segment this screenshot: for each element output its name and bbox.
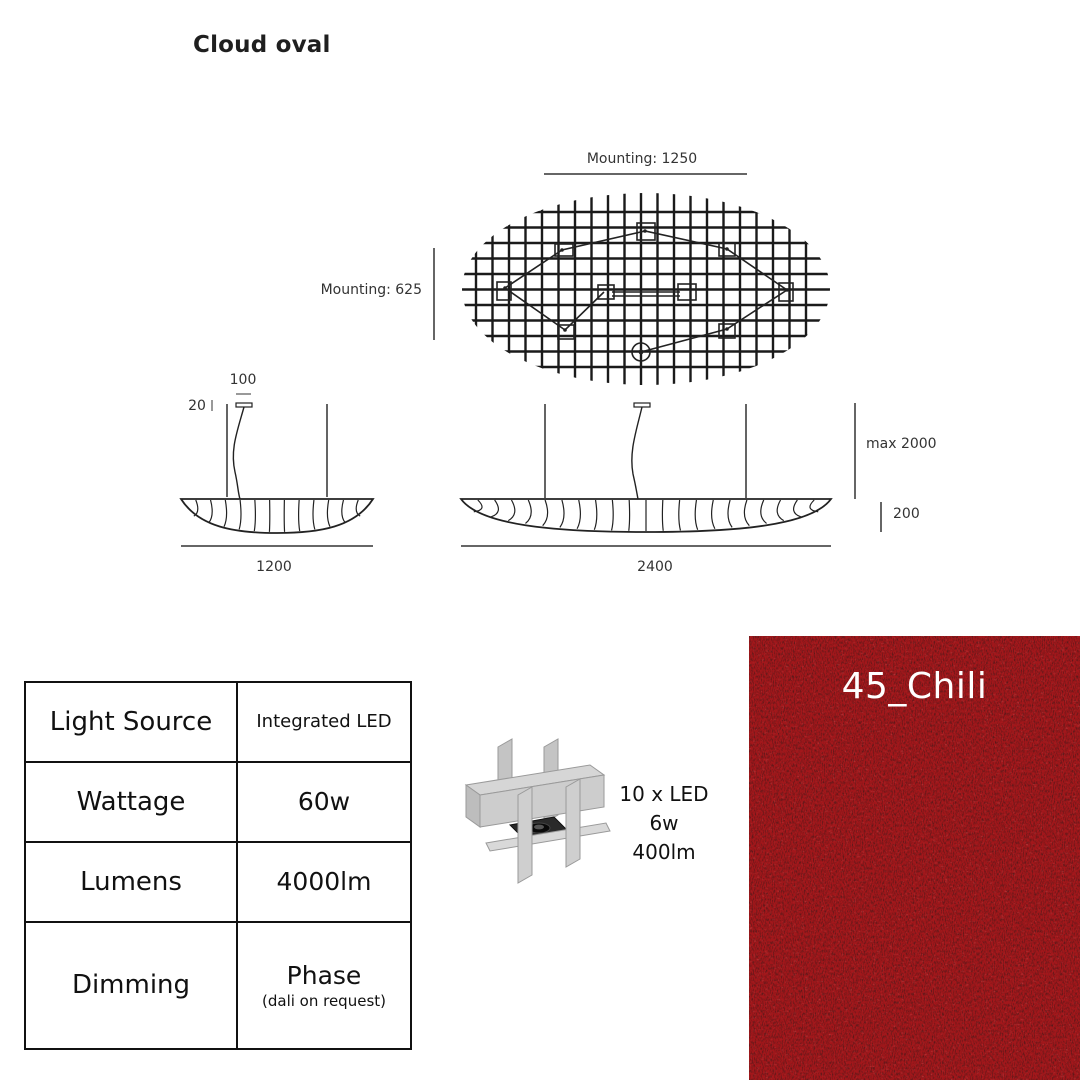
front-width-label: 2400 (637, 559, 673, 575)
spec-label: Dimming (24, 920, 238, 1051)
shade-rib (223, 499, 228, 527)
shade-rib (628, 499, 631, 531)
shade-height-label: 200 (893, 506, 920, 522)
shade-rib (525, 499, 532, 524)
shade-rib (678, 499, 682, 531)
shade-rib (326, 499, 331, 527)
shade-rib (473, 499, 483, 513)
swatch-label: 45_Chili (841, 666, 988, 707)
spec-row-dimming: Dimming Phase (dali on request) (24, 920, 412, 1051)
shade-rib (711, 499, 716, 530)
led-module-icon (464, 738, 611, 884)
shade-rib (593, 499, 598, 530)
led-module-spec: 10 x LED 6w 400lm (614, 780, 714, 867)
spec-value-cell: Phase (dali on request) (236, 920, 412, 1051)
shade-rib (507, 499, 516, 522)
shade-rib (776, 499, 785, 522)
spec-row-lumens: Lumens 4000lm (24, 840, 412, 923)
shade-rib (341, 499, 346, 523)
shade-rib (743, 499, 750, 527)
shade-rib (576, 499, 581, 530)
felt-texture (749, 636, 1080, 1080)
side-canopy (235, 402, 253, 408)
side-view: 100 20 1200 (179, 372, 375, 575)
shade-rib (253, 499, 256, 532)
canopy-height-label: 20 (188, 398, 206, 414)
shade-rib (661, 499, 664, 531)
shade-rib (208, 499, 213, 523)
mounting-points (503, 229, 789, 355)
shade-rib (727, 499, 733, 528)
side-shade-ribs (193, 499, 361, 532)
product-title: Cloud oval (193, 32, 331, 58)
spec-value: 60w (236, 760, 412, 843)
spec-row-wattage: Wattage 60w (24, 760, 412, 843)
led-count: 10 x LED (619, 782, 709, 806)
top-view: Mounting: 1250 Mounting: 625 (321, 151, 830, 385)
shade-rib (809, 499, 819, 513)
spec-value: Integrated LED (236, 681, 412, 763)
front-canopy (633, 402, 651, 408)
shade-rib (312, 499, 316, 530)
spec-label: Light Source (24, 681, 238, 763)
max-drop-label: max 2000 (866, 436, 937, 452)
shade-rib (355, 499, 361, 517)
shade-rib (193, 499, 199, 517)
shade-rib (490, 499, 499, 518)
side-shade (179, 498, 375, 534)
shade-rib (559, 499, 565, 528)
shade-rib (610, 499, 614, 531)
technical-drawing: Mounting: 1250 Mounting: 625 (179, 151, 937, 575)
spec-table: Light Source Integrated LED Wattage 60w … (24, 681, 412, 1051)
mounting-depth-label: Mounting: 625 (321, 282, 422, 298)
shade-rib (542, 499, 549, 527)
front-view: 2400 max 2000 200 (459, 402, 937, 575)
front-shade-ribs (473, 499, 819, 531)
grid-lattice (462, 193, 830, 385)
spec-note: (dali on request) (262, 991, 386, 1010)
side-power-cord (232, 406, 245, 500)
mounting-width-label: Mounting: 1250 (587, 151, 697, 167)
shade-rib (694, 499, 699, 530)
spec-row-light-source: Light Source Integrated LED (24, 681, 412, 763)
side-width-label: 1200 (256, 559, 292, 575)
led-lumens: 400lm (632, 840, 696, 864)
spec-value: 4000lm (236, 840, 412, 923)
led-wattage: 6w (649, 811, 679, 835)
color-swatch: 45_Chili (749, 636, 1080, 1080)
shade-rib (760, 499, 767, 524)
spec-label: Wattage (24, 760, 238, 843)
spec-value: Phase (286, 960, 362, 990)
shade-rib (298, 499, 301, 532)
shade-rib (793, 499, 802, 518)
canopy-width-label: 100 (230, 372, 257, 388)
front-power-cord (631, 406, 643, 500)
shade-rib (238, 499, 242, 530)
spec-label: Lumens (24, 840, 238, 923)
